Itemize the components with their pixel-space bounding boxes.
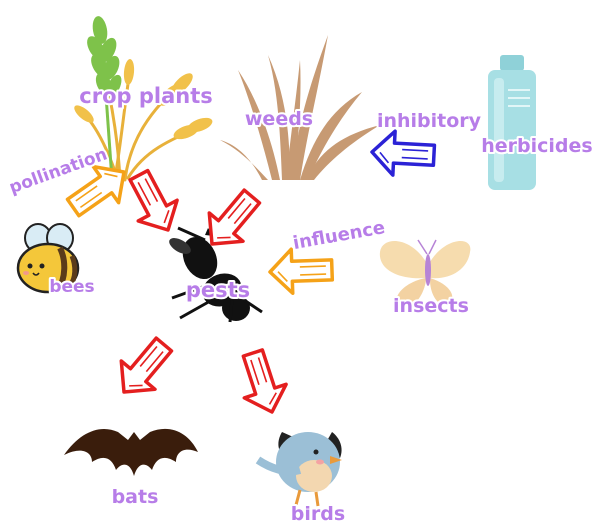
node-label-herbicides: herbicides bbox=[481, 135, 592, 157]
node-label-bees: bees bbox=[49, 277, 94, 297]
arrow-influence bbox=[269, 248, 332, 294]
arrow-pests-to-birds bbox=[232, 346, 293, 419]
node-label-weeds: weeds bbox=[245, 108, 313, 130]
node-label-birds: birds bbox=[291, 503, 345, 525]
node-label-crop-plants: crop plants bbox=[79, 84, 212, 108]
node-label-bats: bats bbox=[112, 486, 159, 508]
node-label-pests: pests bbox=[186, 278, 250, 302]
herbicides-bottle-illustration bbox=[488, 55, 536, 190]
node-label-insects: insects bbox=[393, 295, 469, 317]
edge-label-influence: influence bbox=[291, 217, 386, 254]
edge-label-inhibitory: inhibitory bbox=[377, 110, 482, 132]
arrow-inhibitory bbox=[371, 130, 435, 177]
bird-illustration bbox=[258, 432, 342, 506]
bat-illustration bbox=[64, 429, 198, 476]
arrow-pests-to-bats bbox=[107, 330, 181, 406]
